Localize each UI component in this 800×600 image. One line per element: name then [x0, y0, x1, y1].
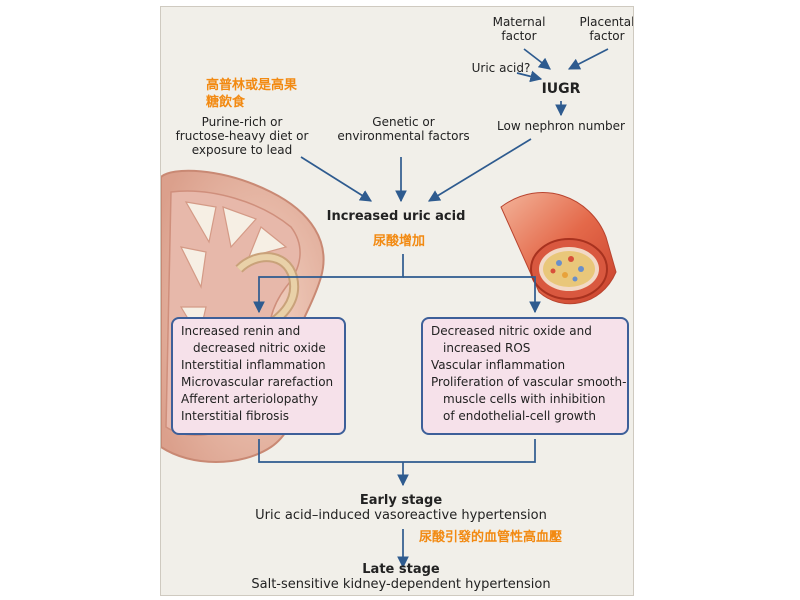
vascular-mechanism-line: increased ROS	[443, 341, 531, 355]
vascular-mechanism-line: muscle cells with inhibition	[443, 392, 606, 406]
kidney-mechanism-line: decreased nitric oxide	[193, 341, 326, 355]
early-stage-chinese-label: 尿酸引發的血管性高血壓	[419, 530, 563, 545]
vascular-mechanism-box: Decreased nitric oxide and increased ROS V…	[421, 317, 629, 435]
vascular-mechanism-line: of endothelial-cell growth	[443, 409, 596, 423]
increased-uric-acid-chinese-label: 尿酸增加	[373, 234, 426, 249]
vascular-mechanism-line: Proliferation of vascular smooth-	[431, 375, 627, 389]
kidney-mechanism-line: Afferent arteriolopathy	[181, 392, 319, 406]
uric-acid-question-label: Uric acid?	[471, 61, 531, 75]
late-stage-description: Salt-sensitive kidney-dependent hyperten…	[251, 577, 551, 592]
kidney-mechanism-line: Increased renin and	[181, 324, 301, 338]
increased-uric-acid-label: Increased uric acid	[326, 209, 466, 224]
arrows	[253, 48, 609, 569]
iugr-label: IUGR	[541, 81, 581, 97]
vascular-mechanism-line: Vascular inflammation	[431, 358, 566, 372]
kidney-mechanism-line: Interstitial fibrosis	[181, 409, 290, 423]
early-stage-title: Early stage	[359, 493, 443, 508]
low-nephron-number-label: Low nephron number	[497, 119, 625, 133]
kidney-mechanism-line: Microvascular rarefaction	[181, 375, 334, 389]
blood-vessel-illustration	[500, 192, 617, 305]
kidney-mechanism-line: Interstitial inflammation	[181, 358, 326, 372]
early-stage-description: Uric acid–induced vasoreactive hypertens…	[255, 508, 547, 523]
kidney-mechanism-box: Increased renin and decreased nitric oxid…	[171, 317, 346, 435]
diet-chinese-label: 高普林或是高果糖飲食	[206, 78, 298, 110]
late-stage-title: Late stage	[362, 562, 440, 577]
vascular-mechanism-line: Decreased nitric oxide and	[431, 324, 592, 338]
